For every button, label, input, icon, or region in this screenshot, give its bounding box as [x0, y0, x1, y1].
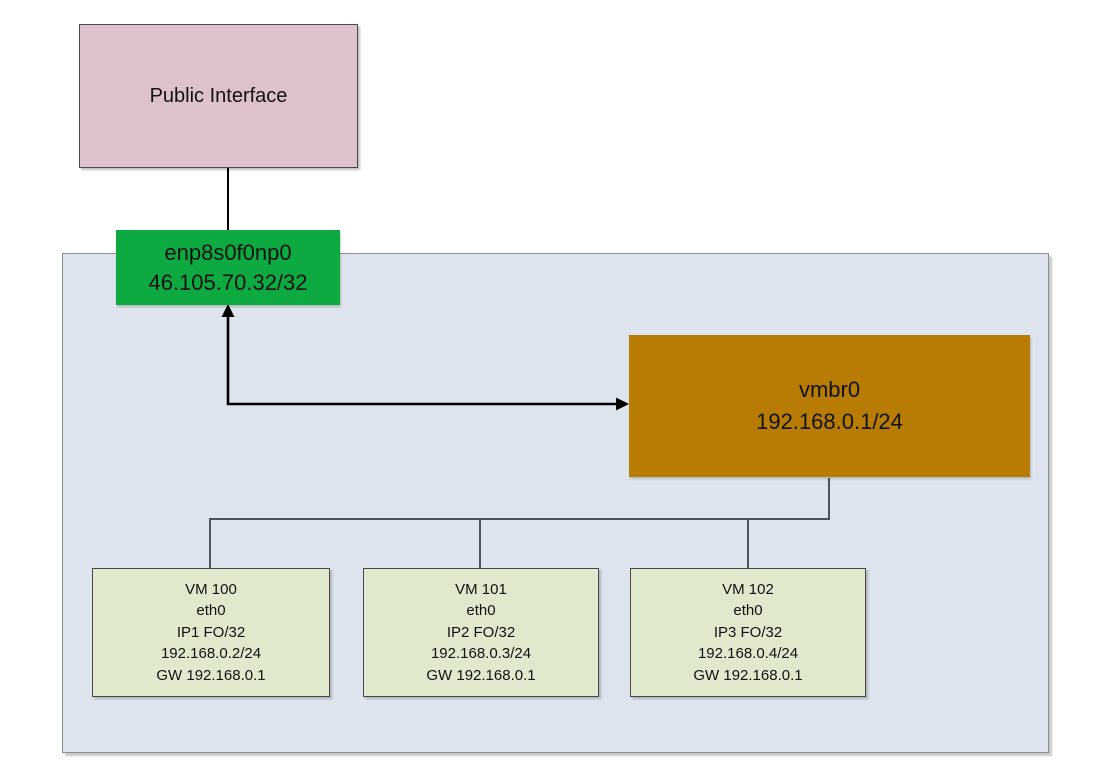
nic-name: enp8s0f0np0	[164, 239, 292, 265]
nic-ip: 46.105.70.32/32	[148, 269, 308, 295]
vm-name: VM 100	[185, 580, 237, 598]
public-interface-label: Public Interface	[149, 84, 288, 107]
vm-iface: eth0	[466, 602, 496, 620]
vm-gateway: GW 192.168.0.1	[156, 666, 266, 684]
vm-failover-ip: IP1 FO/32	[176, 623, 246, 641]
vm-gateway: GW 192.168.0.1	[693, 666, 803, 684]
bridge-ip: 192.168.0.1/24	[756, 409, 903, 434]
vm-box-102: VM 102 eth0 IP3 FO/32 192.168.0.4/24 GW …	[630, 568, 866, 697]
vm-name: VM 102	[722, 580, 774, 598]
bridge-name: vmbr0	[798, 377, 861, 402]
nic-box: enp8s0f0np0 46.105.70.32/32	[116, 230, 340, 305]
vm-ip: 192.168.0.3/24	[430, 645, 532, 663]
vm-ip: 192.168.0.2/24	[160, 645, 262, 663]
vm-iface: eth0	[196, 602, 226, 620]
vm-gateway: GW 192.168.0.1	[426, 666, 536, 684]
vm-failover-ip: IP3 FO/32	[713, 623, 783, 641]
public-interface-box: Public Interface	[79, 24, 358, 168]
bridge-box: vmbr0 192.168.0.1/24	[629, 335, 1030, 477]
vm-box-101: VM 101 eth0 IP2 FO/32 192.168.0.3/24 GW …	[363, 568, 599, 697]
vm-failover-ip: IP2 FO/32	[446, 623, 516, 641]
vm-name: VM 101	[455, 580, 507, 598]
vm-iface: eth0	[733, 602, 763, 620]
vm-box-100: VM 100 eth0 IP1 FO/32 192.168.0.2/24 GW …	[92, 568, 330, 697]
vm-ip: 192.168.0.4/24	[697, 645, 799, 663]
